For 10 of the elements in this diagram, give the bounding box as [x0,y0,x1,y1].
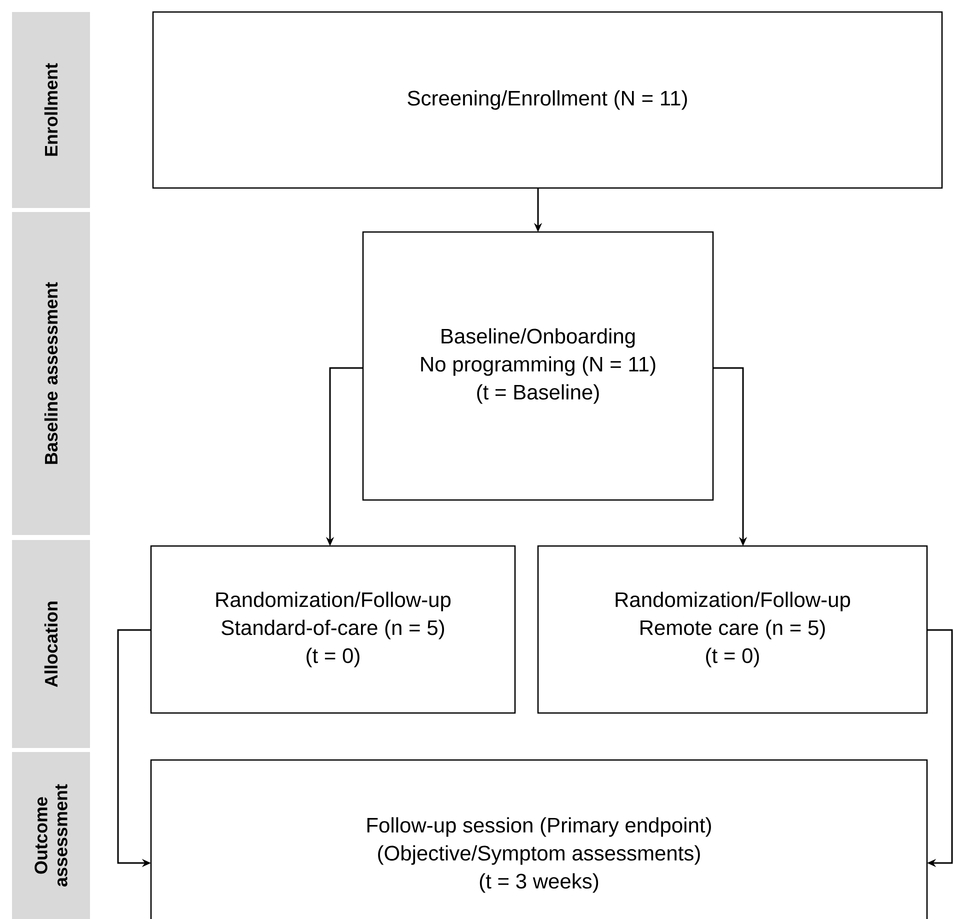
stage-band: Allocation [12,540,90,748]
process-box: Follow-up session (Primary endpoint) (Objective/Symptom assessments) (t = 3 weeks) [150,759,928,919]
arrow [927,629,953,868]
stage-band: Outcome assessment [12,752,90,919]
stage-band: Baseline assessment [12,212,90,535]
stage-band: Enrollment [12,12,90,208]
process-box: Randomization/Follow-up Standard-of-care (n = 5) (t = 0) [150,545,516,714]
process-box: Screening/Enrollment (N = 11) [152,11,943,189]
process-box: Baseline/Onboarding No programming (N = 11) (t = Baseline) [362,231,714,501]
process-box: Randomization/Follow-up Remote care (n = 5) (t = 0) [537,545,928,714]
